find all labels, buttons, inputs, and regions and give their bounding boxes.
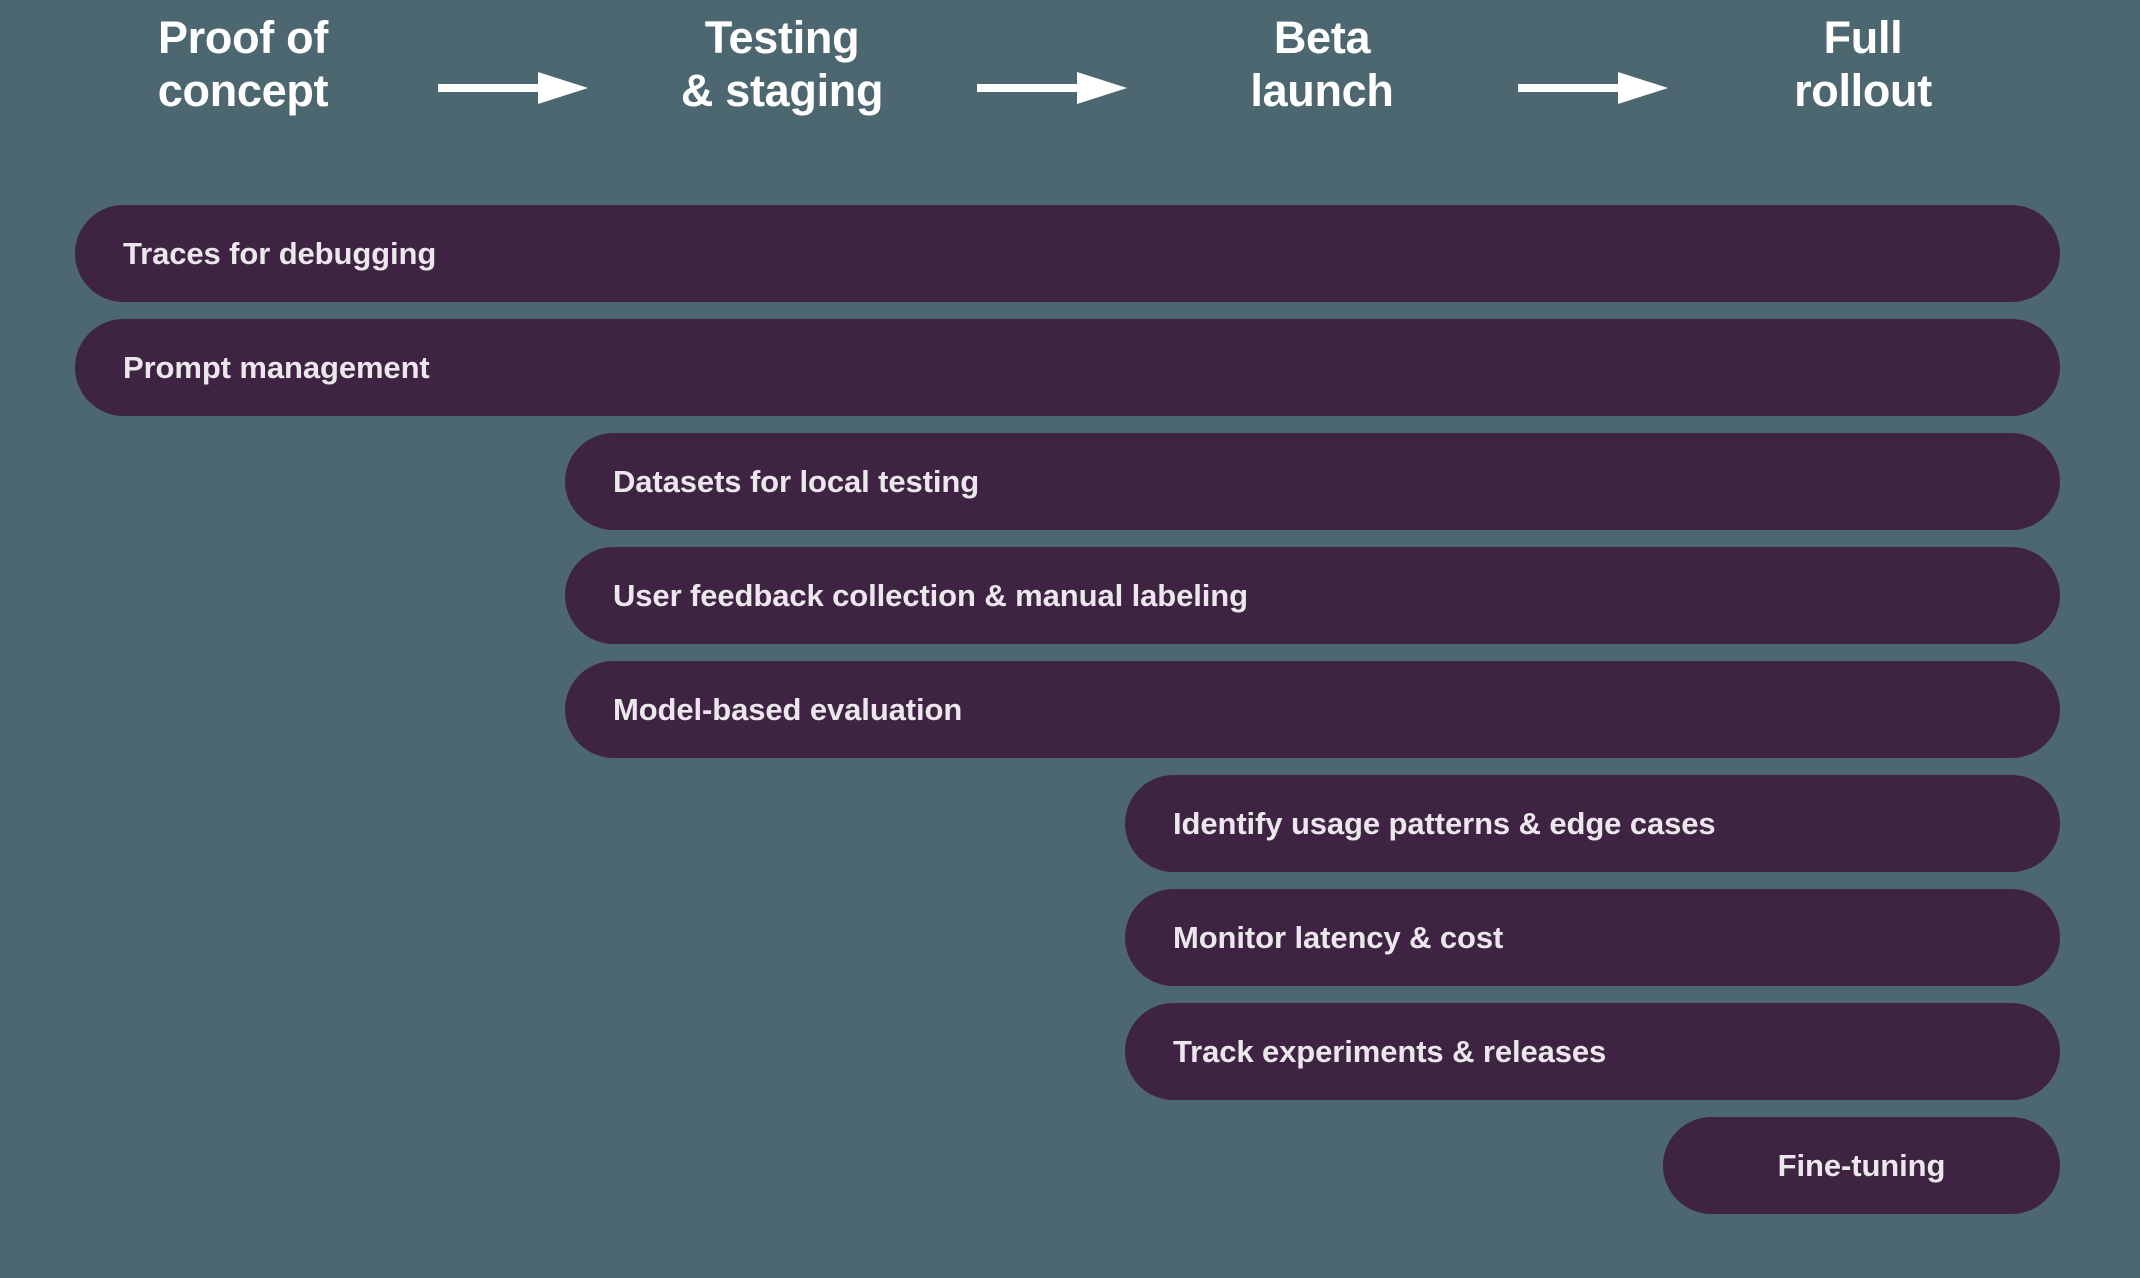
capability-pill-label: Model-based evaluation (613, 692, 963, 727)
capability-pill-label: Monitor latency & cost (1173, 920, 1504, 955)
stage-arrow-1-icon (438, 70, 588, 106)
capability-pill: Identify usage patterns & edge cases (1125, 775, 2060, 872)
capability-pill-label: Prompt management (123, 350, 430, 385)
capability-pill: Model-based evaluation (565, 661, 2060, 758)
stage-label-1: Testing & staging (680, 12, 884, 116)
stage-arrow-3-icon (1518, 70, 1668, 106)
capability-pill: Traces for debugging (75, 205, 2060, 302)
capability-pill: Monitor latency & cost (1125, 889, 2060, 986)
stage-label-3: Full rollout (1794, 12, 1932, 116)
stage-label-0: Proof of concept (157, 12, 329, 116)
capability-pill-label: User feedback collection & manual labeli… (613, 578, 1248, 613)
capability-pill-label: Fine-tuning (1777, 1148, 1946, 1183)
capability-pill: Datasets for local testing (565, 433, 2060, 530)
capability-pill-label: Identify usage patterns & edge cases (1173, 806, 1716, 841)
capability-pill-label: Datasets for local testing (613, 464, 980, 499)
capability-pill-label: Traces for debugging (123, 236, 437, 271)
stage-arrow-2-icon (977, 70, 1127, 106)
capability-pill-label: Track experiments & releases (1173, 1034, 1607, 1069)
capability-pill: Fine-tuning (1663, 1117, 2060, 1214)
stage-label-2: Beta launch (1250, 12, 1394, 116)
capability-pill: Prompt management (75, 319, 2060, 416)
capability-pill: User feedback collection & manual labeli… (565, 547, 2060, 644)
capability-pill: Track experiments & releases (1125, 1003, 2060, 1100)
